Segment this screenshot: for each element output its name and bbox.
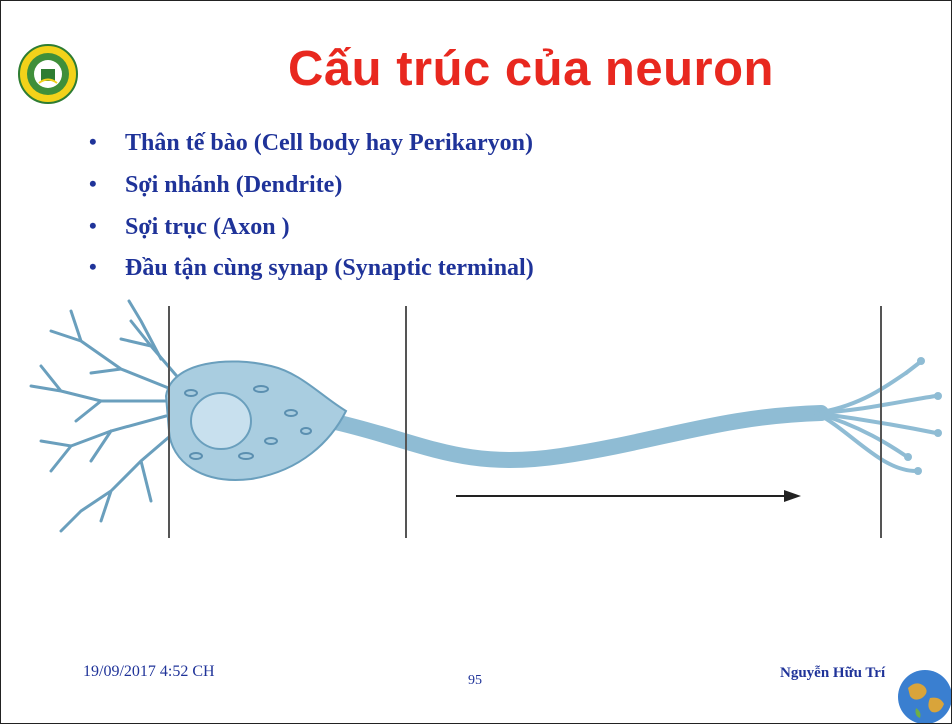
bullet-text: Thân tế bào (Cell body hay Perikaryon) — [125, 130, 533, 156]
bullet-item: • Sợi trục (Axon ) — [89, 213, 534, 242]
neuron-diagram — [1, 291, 952, 551]
terminal-knobs — [904, 357, 942, 475]
footer-date: 19/09/2017 4:52 CH — [83, 663, 215, 681]
bullet-item: • Thân tế bào (Cell body hay Perikaryon) — [89, 129, 534, 158]
bullet-text: Sợi trục (Axon ) — [125, 214, 290, 240]
bullet-dot: • — [89, 171, 97, 197]
axon — [331, 413, 821, 460]
nucleus — [191, 393, 251, 449]
slide-title: Cấu trúc của neuron — [1, 41, 951, 97]
bullet-item: • Đầu tận cùng synap (Synaptic terminal) — [89, 254, 534, 283]
dendrites — [31, 301, 181, 531]
bullet-dot: • — [89, 213, 97, 239]
footer-author: Nguyễn Hữu Trí — [780, 665, 885, 682]
bullet-item: • Sợi nhánh (Dendrite) — [89, 171, 534, 200]
globe-icon — [896, 668, 952, 724]
bullet-list: •Thân tế bào (Cell body hay Perikaryon) … — [89, 129, 534, 296]
page-number: 95 — [468, 673, 482, 689]
bullet-dot: • — [89, 129, 97, 155]
bullet-dot: • — [89, 254, 97, 280]
bullet-text: Sợi nhánh (Dendrite) — [125, 172, 342, 198]
synaptic-terminals — [816, 363, 936, 471]
bullet-text: Đầu tận cùng synap (Synaptic terminal) — [125, 255, 534, 281]
direction-arrow — [456, 490, 801, 502]
